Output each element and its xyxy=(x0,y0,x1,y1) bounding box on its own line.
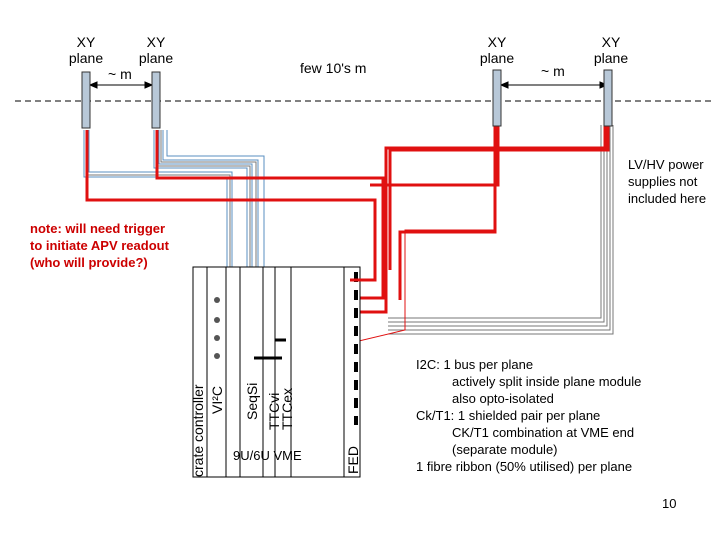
xy-plane-2-label: XY plane xyxy=(134,34,178,66)
plane-label-line2: plane xyxy=(138,50,174,66)
fed-label: FED xyxy=(345,446,361,474)
xy-plane-4-detector xyxy=(603,69,613,127)
links-note: I2C: 1 bus per plane actively split insi… xyxy=(416,356,641,475)
links-note-l5: CK/T1 combination at VME end xyxy=(452,425,635,440)
plane-label-line2: plane xyxy=(593,50,629,66)
ttcex-label: TTCex xyxy=(279,388,295,430)
red-thin-cables xyxy=(299,125,495,356)
plane-label-line1: XY xyxy=(601,34,621,50)
distance-long: few 10's m xyxy=(300,60,367,76)
distance-short-right: ~ m xyxy=(541,63,565,79)
plane-label-line1: XY xyxy=(487,34,507,50)
links-note-l4: Ck/T1: 1 shielded pair per plane xyxy=(416,408,601,423)
vi2c-connectors xyxy=(214,297,220,359)
xy-plane-1-detector xyxy=(81,71,91,129)
gray-cables xyxy=(85,125,614,342)
links-note-l1: I2C: 1 bus per plane xyxy=(416,357,534,372)
xy-plane-1-label: XY plane xyxy=(64,34,108,66)
ttc-connectors xyxy=(254,338,286,360)
distance-short-left: ~ m xyxy=(108,66,132,82)
xy-plane-4-label: XY plane xyxy=(589,34,633,66)
links-note-l3: also opto-isolated xyxy=(452,391,554,406)
xy-plane-2-detector xyxy=(151,71,161,129)
trigger-note-line2: to initiate APV readout xyxy=(30,238,169,253)
distance-arrow-left xyxy=(88,81,154,89)
plane-label-line1: XY xyxy=(146,34,166,50)
xy-plane-3-detector xyxy=(492,69,502,127)
plane-label-line1: XY xyxy=(76,34,96,50)
plane-label-line2: plane xyxy=(68,50,104,66)
crate-title: 9U/6U VME xyxy=(233,448,302,463)
trigger-note-line3: (who will provide?) xyxy=(30,255,148,270)
plane-label-line2: plane xyxy=(479,50,515,66)
power-note: LV/HV power supplies not included here xyxy=(628,156,706,207)
xy-plane-3-label: XY plane xyxy=(475,34,519,66)
trigger-note-line1: note: will need trigger xyxy=(30,221,166,236)
distance-arrow-right xyxy=(499,81,609,89)
links-note-l6: (separate module) xyxy=(452,442,558,457)
power-note-line3: included here xyxy=(628,191,707,206)
power-note-line2: supplies not xyxy=(628,174,698,189)
power-note-line1: LV/HV power xyxy=(628,157,704,172)
page-number: 10 xyxy=(662,496,677,511)
trigger-note: note: will need trigger to initiate APV … xyxy=(30,220,169,271)
vi2c-label: VI²C xyxy=(209,386,225,414)
links-note-l7: 1 fibre ribbon (50% utilised) per plane xyxy=(416,459,633,474)
vme-crate xyxy=(192,266,361,478)
seqsi-label: SeqSi xyxy=(244,382,260,420)
links-note-l2: actively split inside plane module xyxy=(452,374,642,389)
crate-controller-label: crate controller xyxy=(190,384,206,477)
